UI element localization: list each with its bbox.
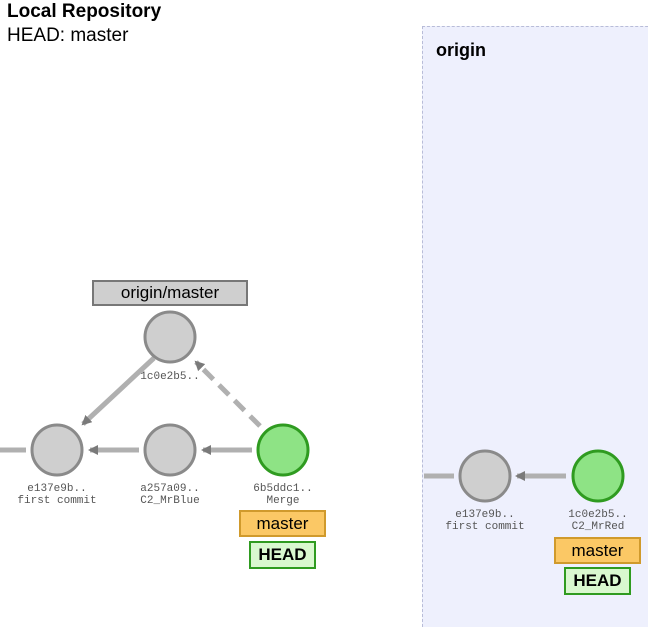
head-label: HEAD (249, 541, 316, 569)
commit-graph (0, 310, 625, 503)
commit-label-6b5ddc1: 6b5ddc1.. Merge (233, 483, 333, 507)
commit-message: C2_MrBlue (140, 495, 200, 507)
head-status: HEAD: master (7, 25, 129, 46)
commit-label-a257a09: a257a09.. C2_MrBlue (120, 483, 220, 507)
remote-title: origin (436, 40, 486, 60)
commit-node-6b5ddc1 (256, 423, 310, 477)
edge-6b5ddc1-to-1c0e2b5-merge (194, 360, 262, 428)
commit-node-e137e9b (30, 423, 84, 477)
remote-head-label: HEAD (564, 567, 631, 595)
remote-commit-node-e137e9b (458, 449, 512, 503)
commit-message: C2_MrRed (571, 521, 625, 533)
remote-commit-label-e137e9b: e137e9b.. first commit (435, 509, 535, 533)
remote-branch-label-master: master (554, 537, 641, 564)
commit-message: Merge (266, 495, 300, 507)
commit-hash: 6b5ddc1.. (253, 483, 313, 495)
local-repo-title: Local Repository (7, 1, 162, 22)
commit-node-1c0e2b5 (143, 310, 197, 364)
commit-hash: e137e9b.. (27, 483, 87, 495)
commit-hash: e137e9b.. (455, 509, 515, 521)
remote-panel (422, 26, 648, 627)
edge-1c0e2b5-to-e137e9b (81, 356, 156, 426)
commit-hash: 1c0e2b5.. (568, 509, 628, 521)
commit-hash: 1c0e2b5.. (140, 371, 200, 383)
commit-message: first commit (445, 521, 525, 533)
commit-label-e137e9b: e137e9b.. first commit (7, 483, 107, 507)
commit-hash: a257a09.. (140, 483, 200, 495)
remote-commit-node-1c0e2b5 (571, 449, 625, 503)
remote-commit-label-1c0e2b5: 1c0e2b5.. C2_MrRed (548, 509, 648, 533)
branch-label-master: master (239, 510, 326, 537)
commit-node-a257a09 (143, 423, 197, 477)
commit-message: first commit (17, 495, 97, 507)
tracking-branch-label: origin/master (92, 280, 248, 306)
commit-label-1c0e2b5: 1c0e2b5.. (120, 371, 220, 383)
